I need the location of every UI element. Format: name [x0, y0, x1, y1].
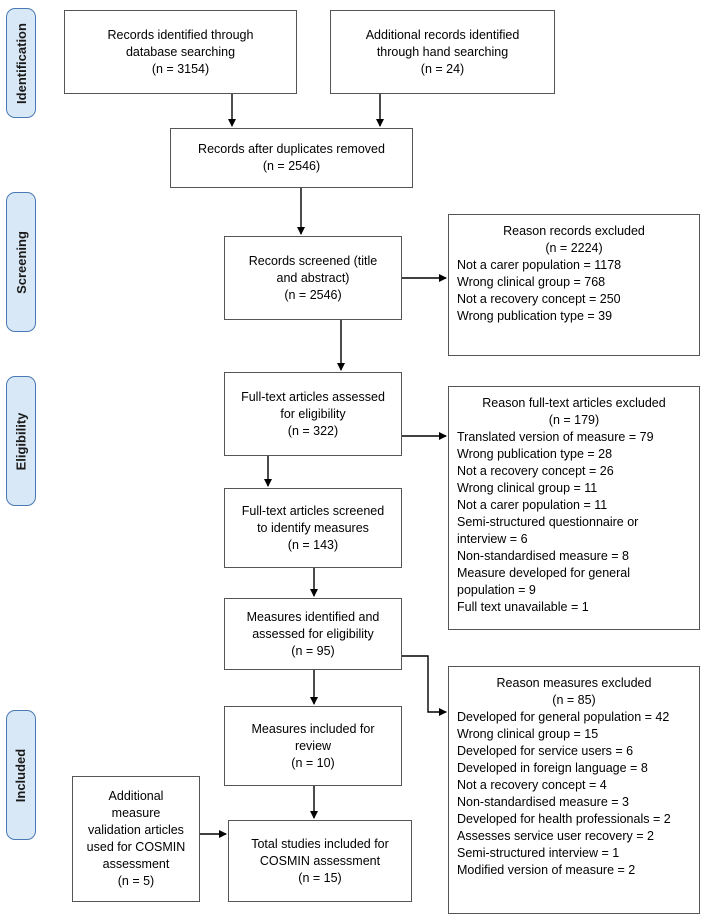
exclusion-item: Non-standardised measure = 8 — [457, 549, 629, 563]
box-line: Additional — [108, 789, 164, 803]
measures-identified-box: Measures identified and assessed for eli… — [224, 598, 402, 670]
exclusion-heading: Reason measures excluded — [496, 676, 652, 690]
box-line: used for COSMIN — [86, 840, 186, 854]
stage-included: Included — [6, 710, 36, 840]
exclusion-item: Wrong publication type = 39 — [457, 309, 613, 323]
box-line: (n = 95) — [291, 643, 335, 658]
exclusion-item: Translated version of measure = 79 — [457, 430, 654, 444]
box-line: Measures included for — [251, 721, 375, 736]
hand-search-box: Additional records identified through ha… — [330, 10, 555, 94]
box-line: assessment — [102, 857, 170, 871]
stage-screening: Screening — [6, 192, 36, 332]
additional-validation-box: Additional measure validation articles u… — [72, 776, 200, 902]
fulltext-assessed-box: Full-text articles assessed for eligibil… — [224, 372, 402, 456]
exclusion-item: Wrong clinical group = 11 — [457, 481, 598, 495]
exclusion-count: (n = 179) — [548, 413, 600, 427]
box-line: through hand searching — [376, 44, 509, 59]
box-line: measure — [111, 806, 161, 820]
box-line: (n = 143) — [287, 537, 339, 552]
box-line: (n = 15) — [298, 870, 342, 885]
box-line: Full-text articles screened — [241, 503, 385, 518]
box-line: to identify measures — [257, 520, 369, 535]
box-line: Measures identified and — [246, 609, 380, 624]
box-line: (n = 322) — [287, 423, 339, 438]
box-line: Total studies included for — [251, 836, 389, 851]
after-duplicates-box: Records after duplicates removed (n = 25… — [170, 128, 413, 188]
exclusion-item: Not a carer population = 1178 — [457, 258, 622, 272]
box-line: (n = 10) — [291, 755, 335, 770]
exclusion-heading: Reason full-text articles excluded — [482, 396, 666, 410]
exclusion-item: Developed for service users = 6 — [457, 744, 634, 758]
exclusion-heading: Reason records excluded — [503, 224, 645, 238]
exclusion-item: Wrong publication type = 28 — [457, 447, 613, 461]
box-line: database searching — [125, 44, 236, 59]
exclusion-item: Semi-structured interview = 1 — [457, 846, 620, 860]
stage-eligibility: Eligibility — [6, 376, 36, 506]
exclusion-item: Wrong clinical group = 15 — [457, 727, 599, 741]
fulltext-excluded-box: Reason full-text articles excluded (n = … — [448, 386, 700, 630]
records-excluded-box: Reason records excluded (n = 2224) Not a… — [448, 214, 700, 356]
exclusion-item: Not a recovery concept = 250 — [457, 292, 621, 306]
exclusion-item: Not a recovery concept = 4 — [457, 778, 607, 792]
box-line: Records after duplicates removed — [198, 142, 385, 156]
exclusion-item: Developed for general population = 42 — [457, 710, 670, 724]
exclusion-item: population = 9 — [457, 583, 536, 597]
exclusion-item: Modified version of measure = 2 — [457, 863, 636, 877]
exclusion-item: Developed for health professionals = 2 — [457, 812, 671, 826]
box-line: review — [294, 738, 332, 753]
box-line: (n = 2546) — [284, 287, 342, 302]
measures-included-box: Measures included for review (n = 10) — [224, 706, 402, 786]
exclusion-item: interview = 6 — [457, 532, 528, 546]
box-line: Full-text articles assessed — [241, 389, 385, 404]
exclusion-item: Wrong clinical group = 768 — [457, 275, 606, 289]
box-line: Records screened (title — [248, 253, 378, 268]
measures-excluded-box: Reason measures excluded (n = 85) Develo… — [448, 666, 700, 914]
stage-identification: Identification — [6, 8, 36, 118]
box-line: (n = 24) — [420, 61, 465, 76]
box-line: for eligibility — [280, 406, 346, 421]
exclusion-item: Developed in foreign language = 8 — [457, 761, 648, 775]
box-line: (n = 5) — [117, 874, 155, 888]
exclusion-count: (n = 85) — [552, 693, 596, 707]
box-line: (n = 3154) — [151, 61, 210, 76]
box-line: and abstract) — [276, 270, 350, 285]
arrow-measures-to-excluded — [402, 655, 447, 716]
box-line: assessed for eligibility — [252, 626, 374, 641]
box-line: validation articles — [88, 823, 184, 837]
db-search-box: Records identified through database sear… — [64, 10, 297, 94]
exclusion-count: (n = 2224) — [545, 241, 603, 255]
box-line: COSMIN assessment — [259, 853, 381, 868]
exclusion-item: Measure developed for general — [457, 566, 631, 580]
exclusion-item: Assesses service user recovery = 2 — [457, 829, 654, 843]
box-line: Records identified through — [107, 27, 254, 42]
exclusion-item: Not a recovery concept = 26 — [457, 464, 614, 478]
exclusion-item: Full text unavailable = 1 — [457, 600, 589, 614]
total-studies-box: Total studies included for COSMIN assess… — [228, 820, 412, 902]
box-line: Additional records identified — [365, 27, 520, 42]
fulltext-screened-box: Full-text articles screened to identify … — [224, 488, 402, 568]
exclusion-item: Non-standardised measure = 3 — [457, 795, 629, 809]
records-screened-box: Records screened (title and abstract) (n… — [224, 236, 402, 320]
exclusion-item: Not a carer population = 11 — [457, 498, 608, 512]
box-line: (n = 2546) — [262, 159, 321, 173]
exclusion-item: Semi-structured questionnaire or — [457, 515, 639, 529]
